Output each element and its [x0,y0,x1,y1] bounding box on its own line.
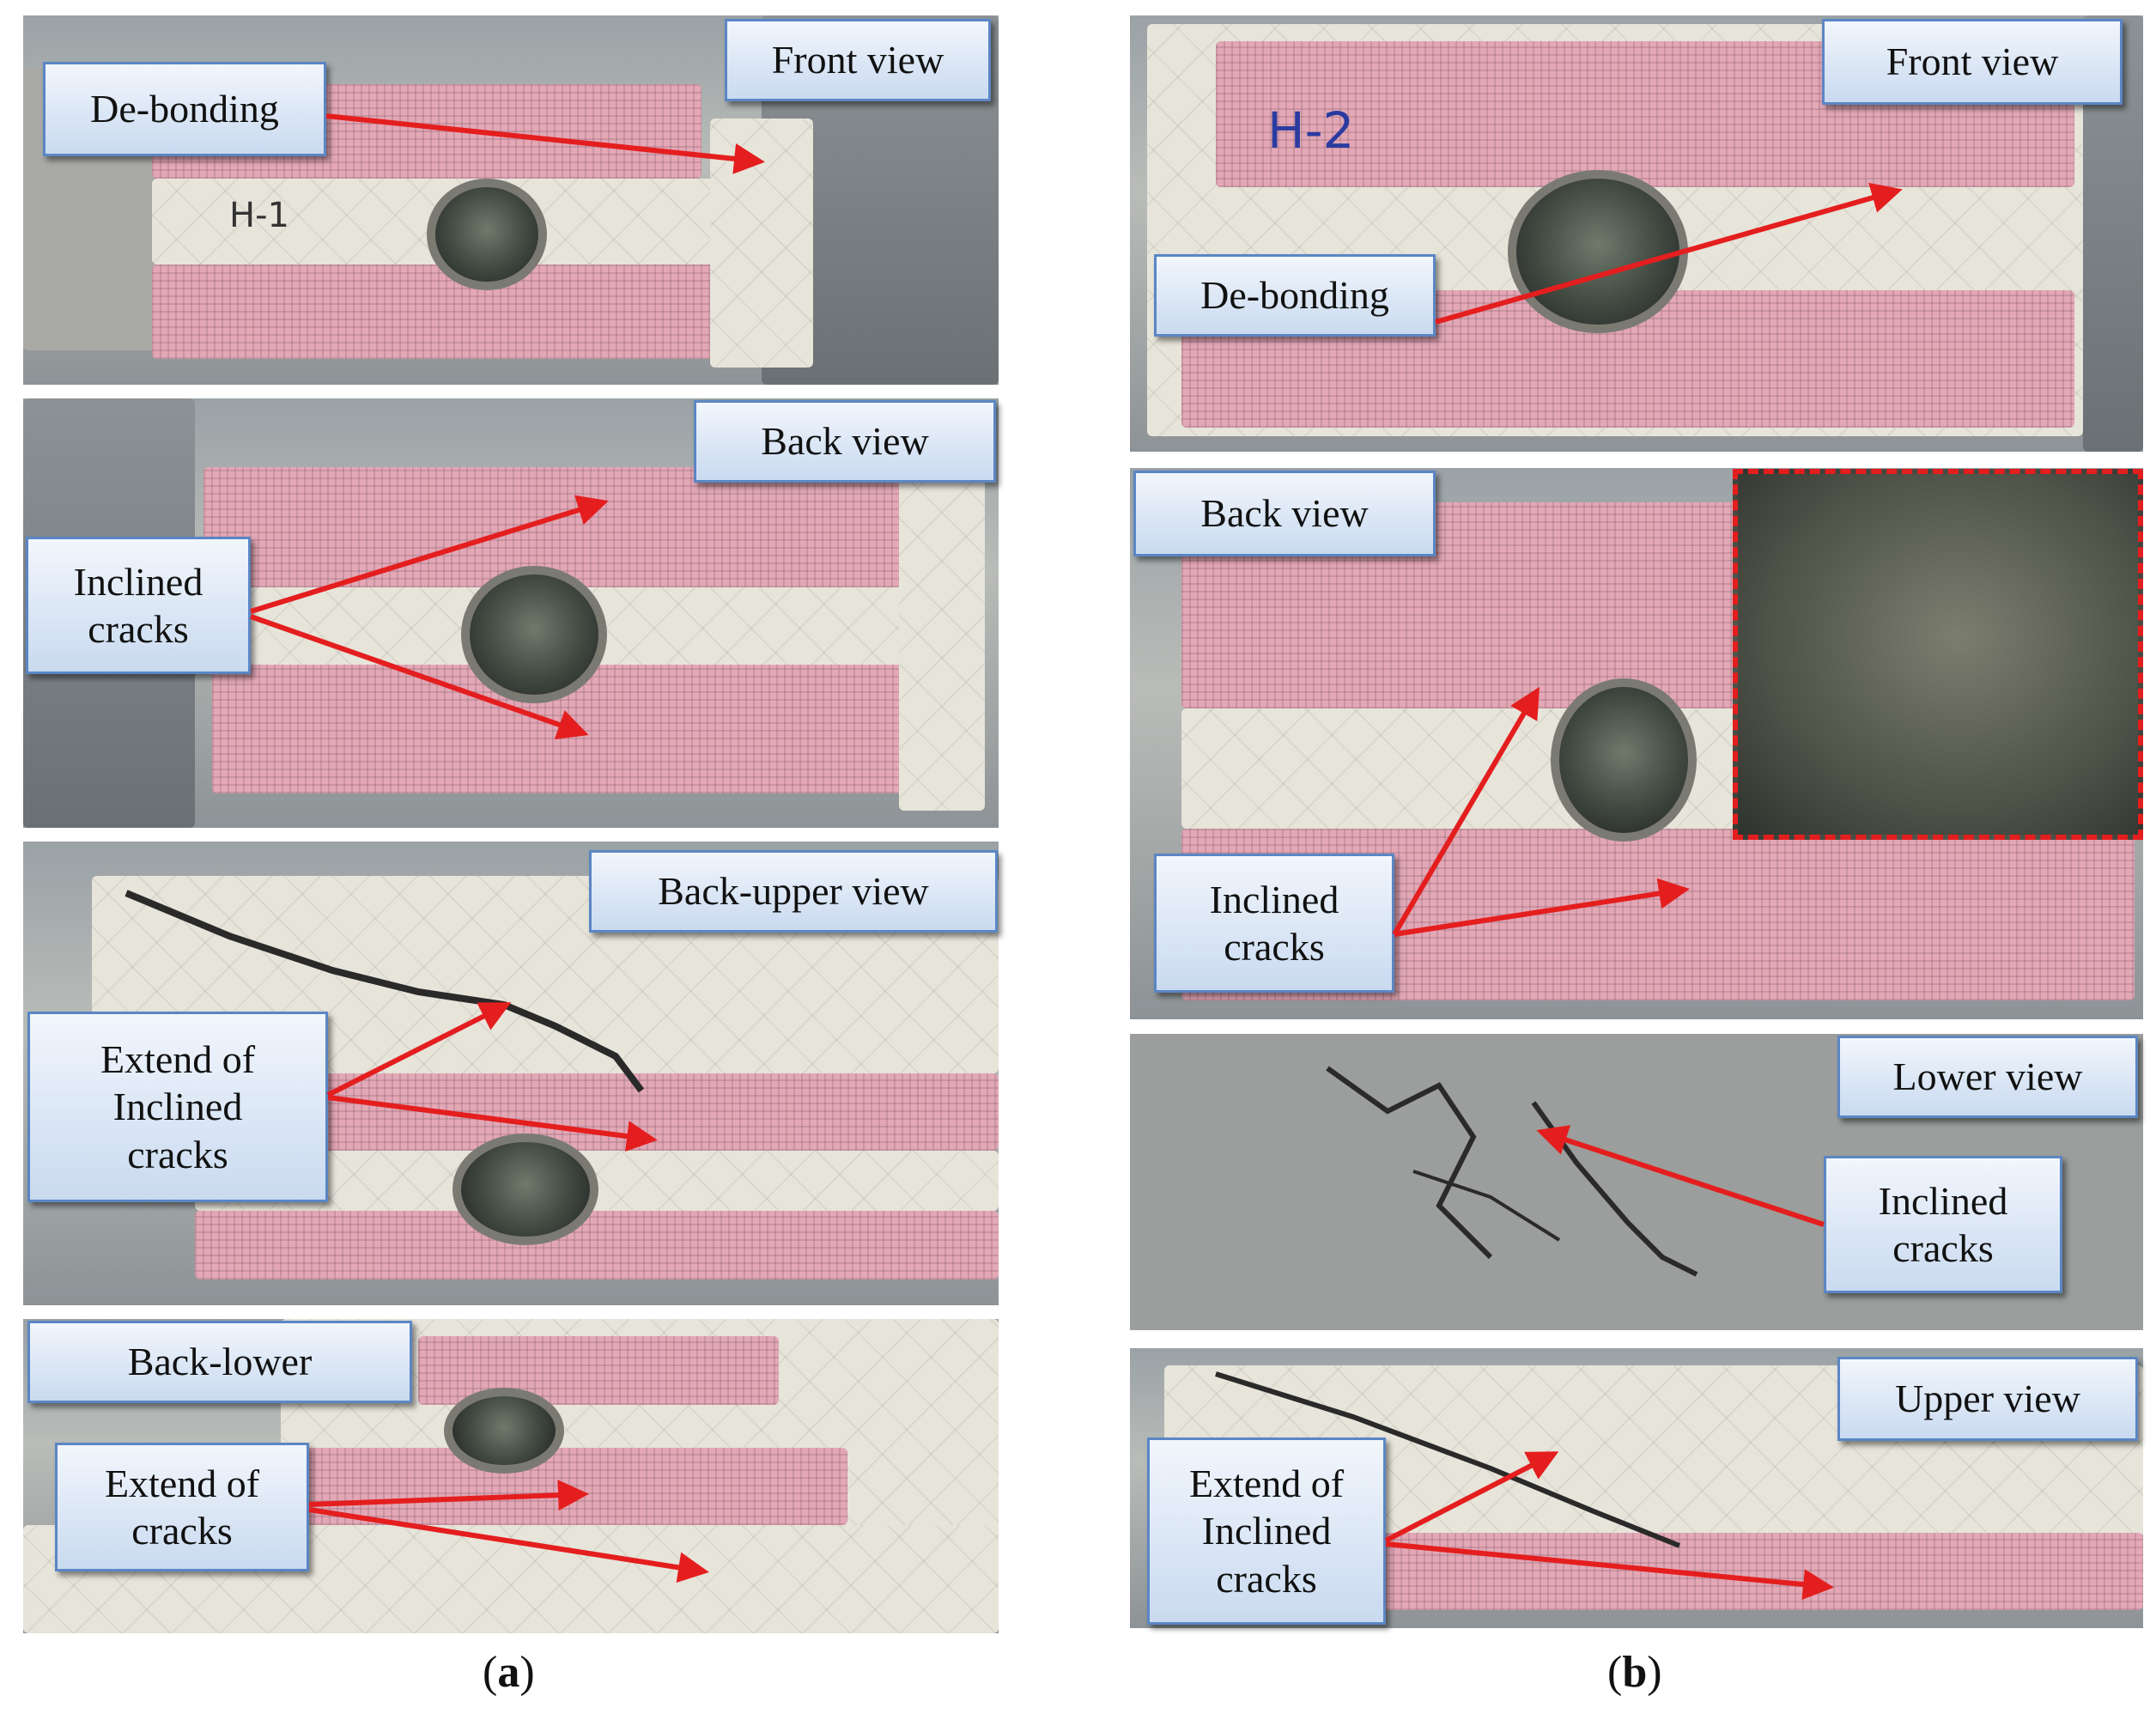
label-b-upper-view: Upper view [1837,1357,2138,1441]
arrow-a-de-bonding [325,113,765,174]
gfrp-strip-bottom [195,1211,999,1279]
arrow-a-extend-lower [327,1095,658,1152]
label-a-back-lower: Back-lower [27,1321,412,1403]
gfrp-strip-bottom [152,264,719,359]
web-opening [1508,170,1688,333]
beam-end [899,450,985,811]
arrow-a-extend-upper [326,1002,512,1097]
web-opening [452,1134,598,1245]
crack-line [125,890,645,1093]
callout-a-extend-of-cracks: Extend of cracks [55,1443,309,1571]
label-a-back-upper-view: Back-upper view [589,850,998,933]
callout-a-extend-inclined-cracks: Extend of Inclined cracks [27,1012,328,1202]
callout-b-inclined-cracks: Inclined cracks [1154,854,1394,993]
callout-b-de-bonding: De-bonding [1154,254,1436,337]
gfrp-strip-bottom [1181,290,2074,428]
web-opening [461,566,607,703]
arrow-b-extend-lower [1385,1541,1834,1601]
label-a-front-view: Front view [725,19,991,101]
gfrp-strip-top [203,467,925,587]
caption-b: (b) [1607,1648,1662,1697]
specimen-marking: H-1 [229,196,289,235]
label-b-front-view: Front view [1822,19,2123,105]
caption-a: (a) [483,1648,535,1697]
label-b-back-view: Back view [1133,471,1436,556]
arrow-a-back-lower-upper [308,1480,589,1511]
photo-b-front-view: H-2 [1130,15,2143,452]
web-opening [427,179,547,290]
web-opening [444,1388,564,1474]
label-b-lower-view: Lower view [1837,1036,2138,1118]
gfrp-strip [1362,1533,2143,1610]
arrow-a-back-lower-lower [308,1507,709,1583]
arrow-a-inclined-crack-upper [250,495,609,614]
arrow-b-lower-inclined-cracks [1536,1125,1825,1227]
callout-b-lower-inclined-cracks: Inclined cracks [1824,1156,2062,1293]
arrow-b-inclined-crack-upper [1392,686,1540,936]
arrow-b-inclined-crack-right [1394,878,1690,937]
label-a-back-view: Back view [694,400,996,483]
callout-a-de-bonding: De-bonding [43,62,326,156]
inset-opening-closeup [1733,469,2143,840]
arrow-b-extend-upper [1384,1451,1559,1543]
specimen-marking: H-2 [1267,101,1355,160]
arrow-a-inclined-crack-lower [250,614,589,740]
web-opening [1551,678,1697,842]
callout-b-extend-inclined-cracks: Extend of Inclined cracks [1147,1437,1386,1625]
arrow-b-de-bonding [1435,182,1903,325]
crack-line [1215,1371,1681,1548]
callout-a-inclined-cracks: Inclined cracks [26,537,251,674]
